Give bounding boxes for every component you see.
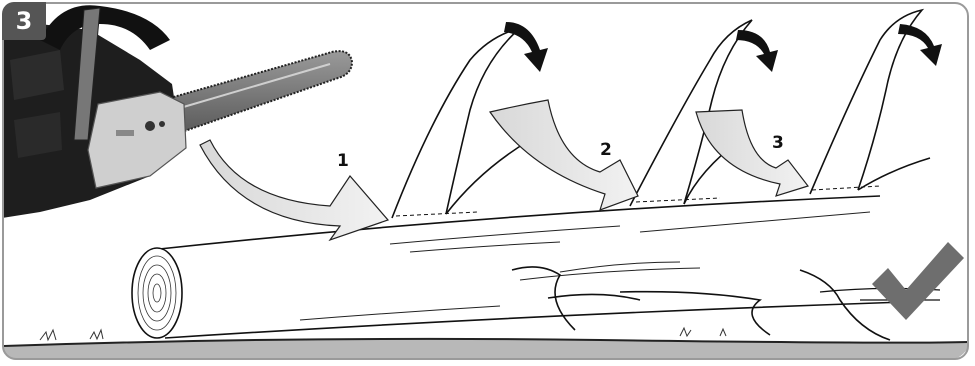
cut-arrow-3 (696, 110, 808, 196)
chainsaw-guide-bar (170, 51, 352, 134)
cut-label-2: 2 (600, 140, 612, 160)
branch-3 (810, 10, 930, 194)
log (132, 195, 940, 340)
step-number: 3 (16, 7, 33, 35)
cut-arrow-2 (490, 100, 638, 210)
fall-arrow-2 (736, 30, 778, 72)
cut-label-3: 3 (772, 133, 784, 153)
cut-label-1: 1 (337, 151, 349, 171)
fall-arrow-1 (504, 22, 548, 72)
chainsaw-icon (2, 5, 352, 218)
step-number-badge: 3 (2, 2, 46, 40)
cut-arrow-1 (200, 140, 388, 240)
fall-arrow-3 (898, 24, 942, 66)
chainsaw-sprocket-cover (88, 92, 186, 188)
